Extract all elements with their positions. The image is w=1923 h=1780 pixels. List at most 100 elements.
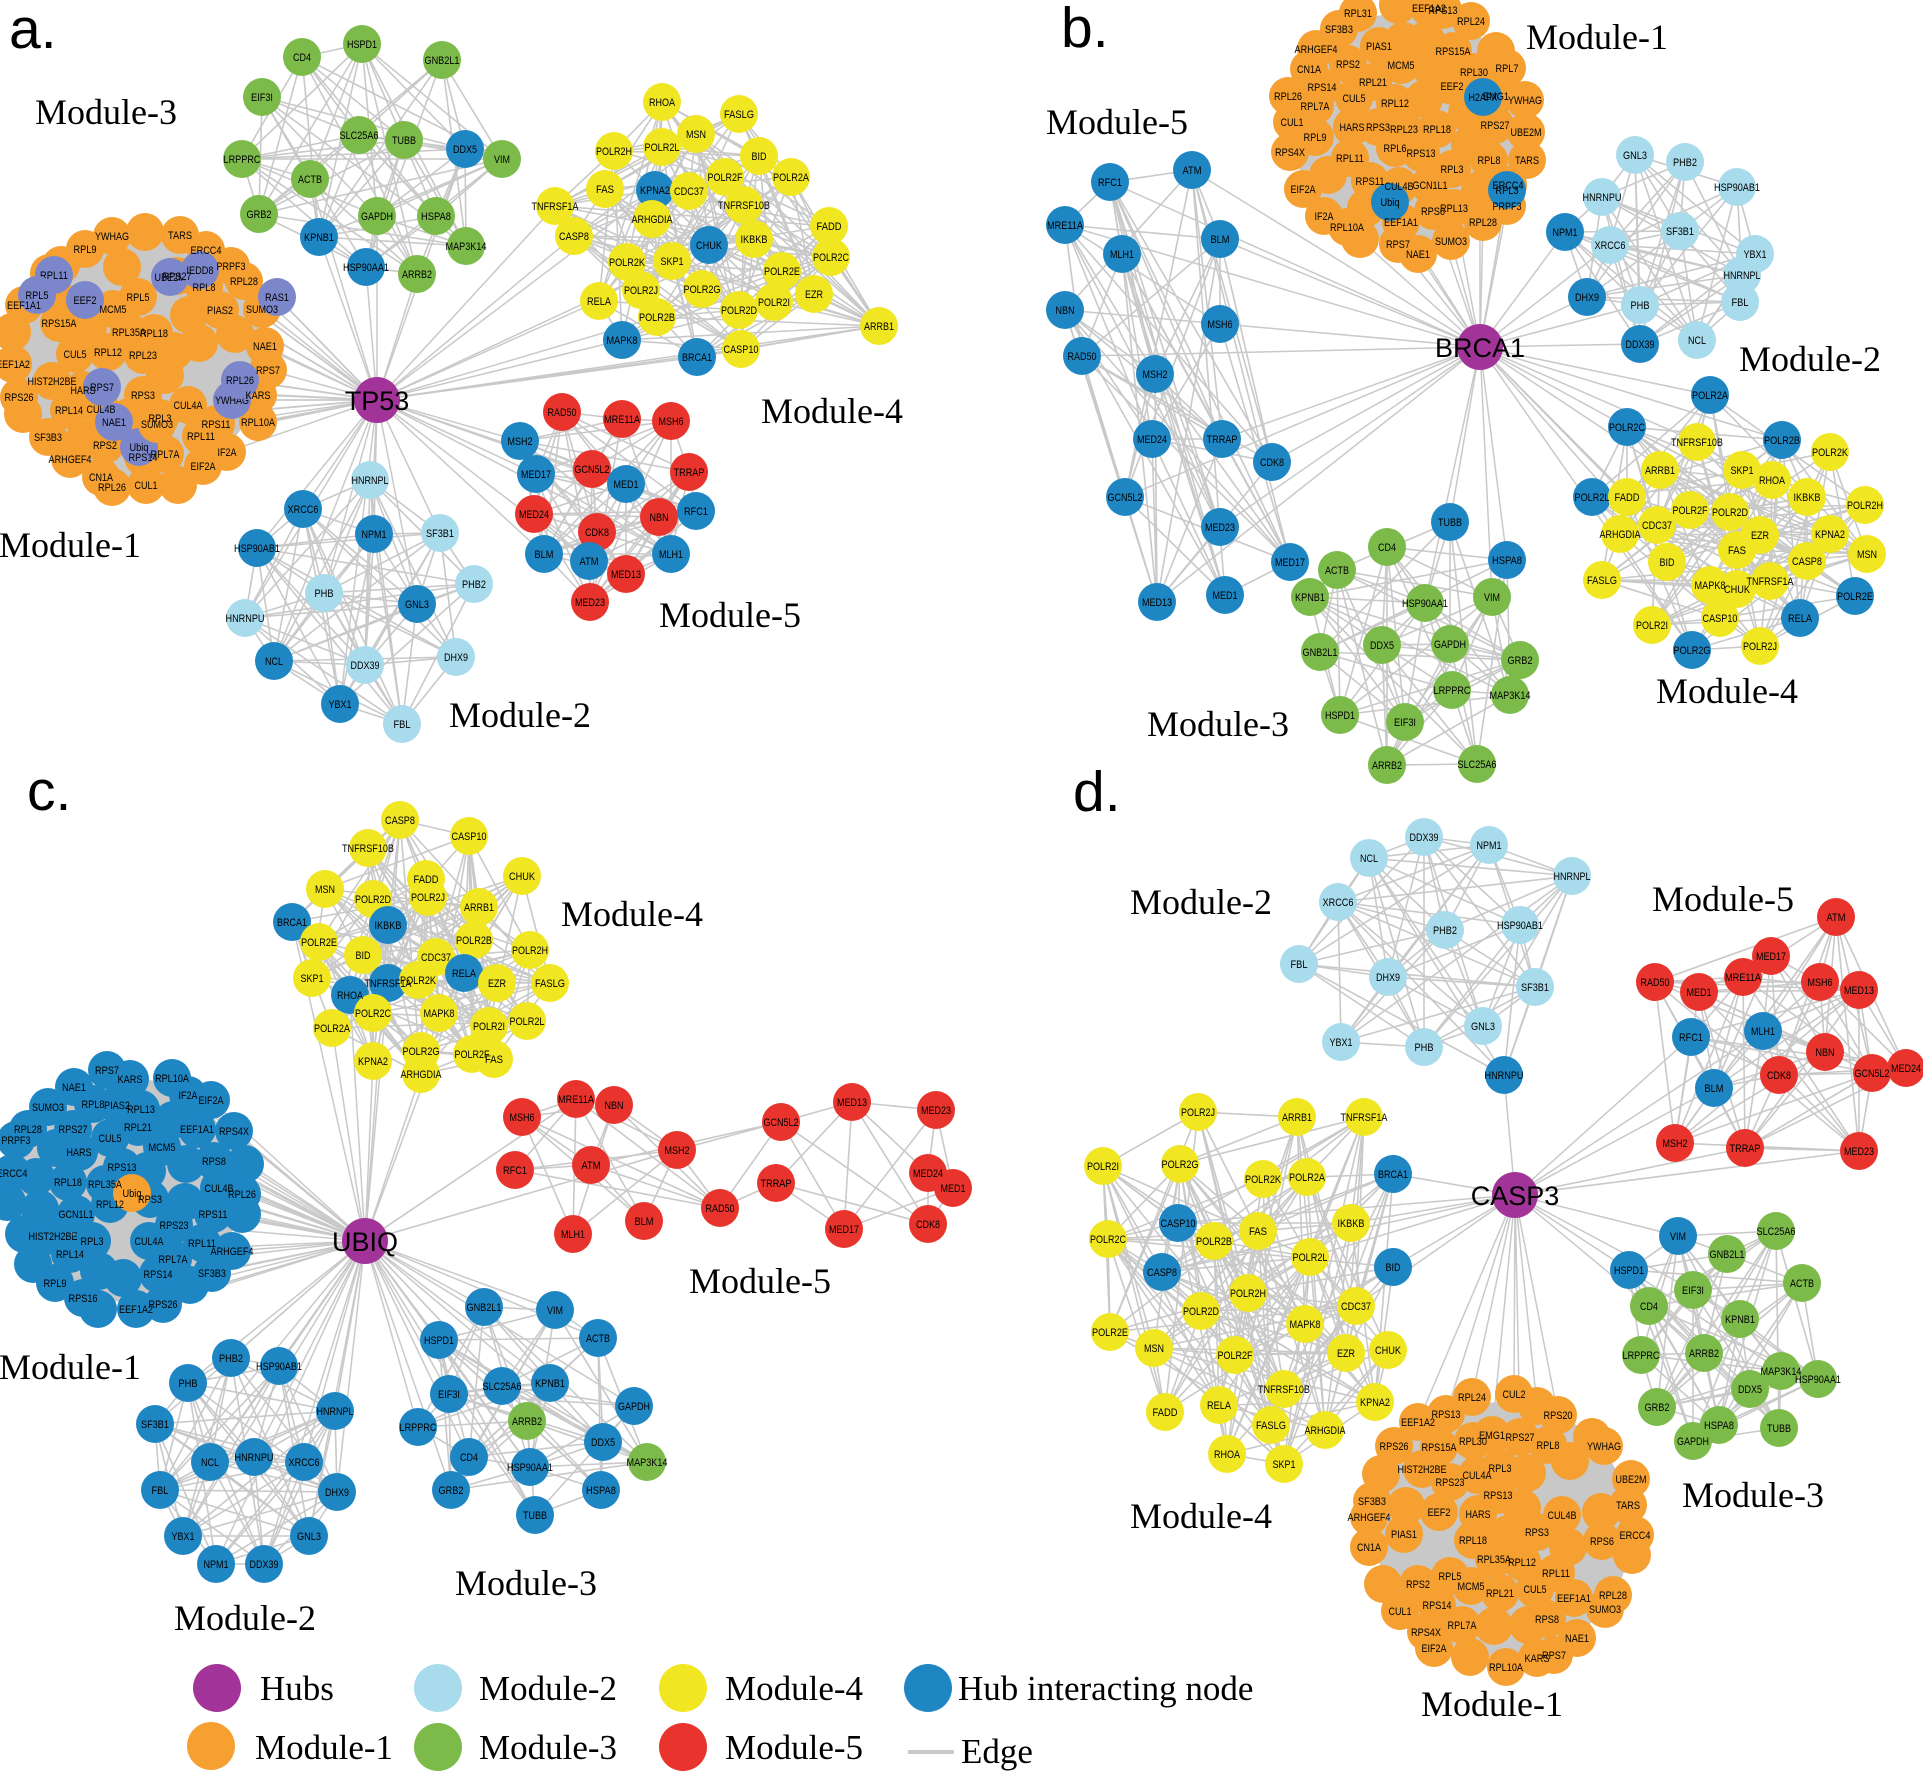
svg-text:FADD: FADD (414, 874, 439, 886)
svg-text:PIAS1: PIAS1 (1391, 1529, 1417, 1541)
svg-text:Module-5: Module-5 (725, 1728, 863, 1767)
svg-text:MSN: MSN (315, 884, 335, 896)
svg-text:IKBKB: IKBKB (741, 234, 768, 246)
svg-text:Module-3: Module-3 (1682, 1475, 1824, 1515)
svg-text:RPL7A: RPL7A (159, 1254, 189, 1266)
svg-text:GNL3: GNL3 (405, 599, 429, 611)
svg-text:HIST2H2BE: HIST2H2BE (28, 376, 77, 388)
svg-text:POLR2F: POLR2F (1673, 505, 1708, 517)
svg-text:ERCC4: ERCC4 (1493, 180, 1524, 192)
svg-text:Module-2: Module-2 (449, 695, 591, 735)
svg-text:NCL: NCL (201, 1457, 219, 1469)
svg-text:EEF2: EEF2 (74, 295, 97, 307)
svg-text:GCN5L2: GCN5L2 (764, 1117, 799, 1129)
svg-text:PHB2: PHB2 (462, 579, 486, 591)
svg-text:RPL7A: RPL7A (1301, 101, 1331, 113)
svg-text:FBL: FBL (394, 719, 411, 731)
svg-text:CDK8: CDK8 (1260, 457, 1284, 469)
svg-text:ACTB: ACTB (298, 174, 322, 186)
svg-text:RPL10A: RPL10A (241, 417, 276, 429)
svg-text:NAE1: NAE1 (1565, 1633, 1589, 1645)
svg-text:CUL5: CUL5 (1524, 1584, 1547, 1596)
svg-text:TNFRSF10B: TNFRSF10B (1671, 437, 1723, 449)
svg-text:EIF2A: EIF2A (1422, 1643, 1448, 1655)
svg-text:PHB2: PHB2 (219, 1353, 243, 1365)
svg-text:Module-4: Module-4 (761, 391, 903, 431)
svg-text:POLR2A: POLR2A (314, 1023, 351, 1035)
svg-text:GRB2: GRB2 (247, 209, 272, 221)
svg-text:TRRAP: TRRAP (1730, 1143, 1761, 1155)
svg-text:CUL5: CUL5 (99, 1133, 122, 1145)
svg-text:FASLG: FASLG (1587, 575, 1617, 587)
svg-text:GNB2L1: GNB2L1 (467, 1302, 502, 1314)
svg-text:CD4: CD4 (1640, 1301, 1658, 1313)
svg-text:RPL35A: RPL35A (1477, 1554, 1512, 1566)
svg-text:PRPF3: PRPF3 (2, 1135, 31, 1147)
svg-text:NCL: NCL (265, 656, 283, 668)
svg-text:MSH2: MSH2 (1143, 369, 1168, 381)
svg-text:RPS14: RPS14 (144, 1269, 173, 1281)
svg-text:SUMO3: SUMO3 (1589, 1604, 1621, 1616)
svg-text:MED23: MED23 (921, 1105, 951, 1117)
svg-text:YWHAG: YWHAG (1508, 95, 1542, 107)
svg-text:IKBKB: IKBKB (375, 920, 402, 932)
svg-text:CN1A: CN1A (1357, 1542, 1382, 1554)
svg-text:CUL4A: CUL4A (1463, 1470, 1493, 1482)
svg-text:GNL3: GNL3 (1623, 150, 1647, 162)
svg-text:TNFRSF10B: TNFRSF10B (342, 843, 394, 855)
svg-text:RPS3: RPS3 (1525, 1527, 1549, 1539)
svg-text:RPL11: RPL11 (188, 1238, 216, 1250)
svg-text:Module-4: Module-4 (725, 1669, 863, 1708)
svg-text:POLR2C: POLR2C (1090, 1234, 1126, 1246)
svg-text:CDK8: CDK8 (1767, 1070, 1791, 1082)
svg-text:SKP1: SKP1 (1731, 465, 1754, 477)
svg-text:MCM5: MCM5 (1458, 1581, 1485, 1593)
svg-text:PIAS1: PIAS1 (1366, 41, 1392, 53)
svg-text:Module-4: Module-4 (1130, 1496, 1272, 1536)
svg-text:MCM5: MCM5 (100, 304, 127, 316)
svg-text:RPL3: RPL3 (81, 1236, 104, 1248)
svg-text:GCN1L1: GCN1L1 (59, 1209, 94, 1221)
svg-text:MED13: MED13 (837, 1097, 867, 1109)
svg-text:GNB2L1: GNB2L1 (425, 55, 460, 67)
svg-text:NAE1: NAE1 (1406, 249, 1430, 261)
svg-text:CUL4B: CUL4B (1548, 1510, 1577, 1522)
svg-text:SF3B1: SF3B1 (141, 1419, 169, 1431)
svg-text:CUL4B: CUL4B (87, 404, 116, 416)
svg-text:FBL: FBL (1291, 959, 1308, 971)
svg-text:CHUK: CHUK (509, 871, 536, 883)
svg-text:RAD50: RAD50 (706, 1203, 735, 1215)
svg-text:ARRB2: ARRB2 (1689, 1348, 1719, 1360)
svg-text:ERCC4: ERCC4 (1620, 1530, 1651, 1542)
svg-text:CDC37: CDC37 (674, 186, 704, 198)
svg-text:RPL12: RPL12 (94, 347, 122, 359)
svg-text:HSPD1: HSPD1 (424, 1335, 454, 1347)
svg-text:POLR2B: POLR2B (456, 935, 492, 947)
svg-text:POLR2F: POLR2F (708, 172, 743, 184)
svg-text:RPS15A: RPS15A (1436, 46, 1472, 58)
svg-text:HNRNPL: HNRNPL (1724, 270, 1761, 282)
svg-text:Module-3: Module-3 (479, 1728, 617, 1767)
svg-text:MRE11A: MRE11A (558, 1094, 595, 1106)
svg-text:ARRB2: ARRB2 (512, 1416, 542, 1428)
svg-text:MSH6: MSH6 (510, 1112, 535, 1124)
svg-text:PRPF3: PRPF3 (217, 261, 246, 273)
svg-text:RPS2: RPS2 (1406, 1579, 1430, 1591)
svg-text:ARRB2: ARRB2 (1372, 760, 1402, 772)
svg-text:MED24: MED24 (519, 509, 549, 521)
svg-text:RELA: RELA (1207, 1400, 1232, 1412)
svg-text:HNRNPL: HNRNPL (317, 1406, 354, 1418)
svg-text:GNL3: GNL3 (297, 1531, 321, 1543)
svg-text:POLR2L: POLR2L (1575, 492, 1610, 504)
svg-text:ARHGEF4: ARHGEF4 (211, 1246, 254, 1258)
svg-text:POLR2L: POLR2L (510, 1016, 545, 1028)
svg-text:HNRNPL: HNRNPL (1554, 871, 1591, 883)
svg-text:RPS7: RPS7 (1542, 1650, 1566, 1662)
svg-text:DHX9: DHX9 (1376, 972, 1400, 984)
svg-text:RPL35A: RPL35A (88, 1179, 123, 1191)
svg-text:MLH1: MLH1 (1110, 249, 1134, 261)
svg-text:XRCC6: XRCC6 (288, 504, 319, 516)
svg-text:CHUK: CHUK (696, 240, 723, 252)
svg-text:TUBB: TUBB (523, 1510, 547, 1522)
svg-text:Hub interacting node: Hub interacting node (958, 1669, 1253, 1708)
